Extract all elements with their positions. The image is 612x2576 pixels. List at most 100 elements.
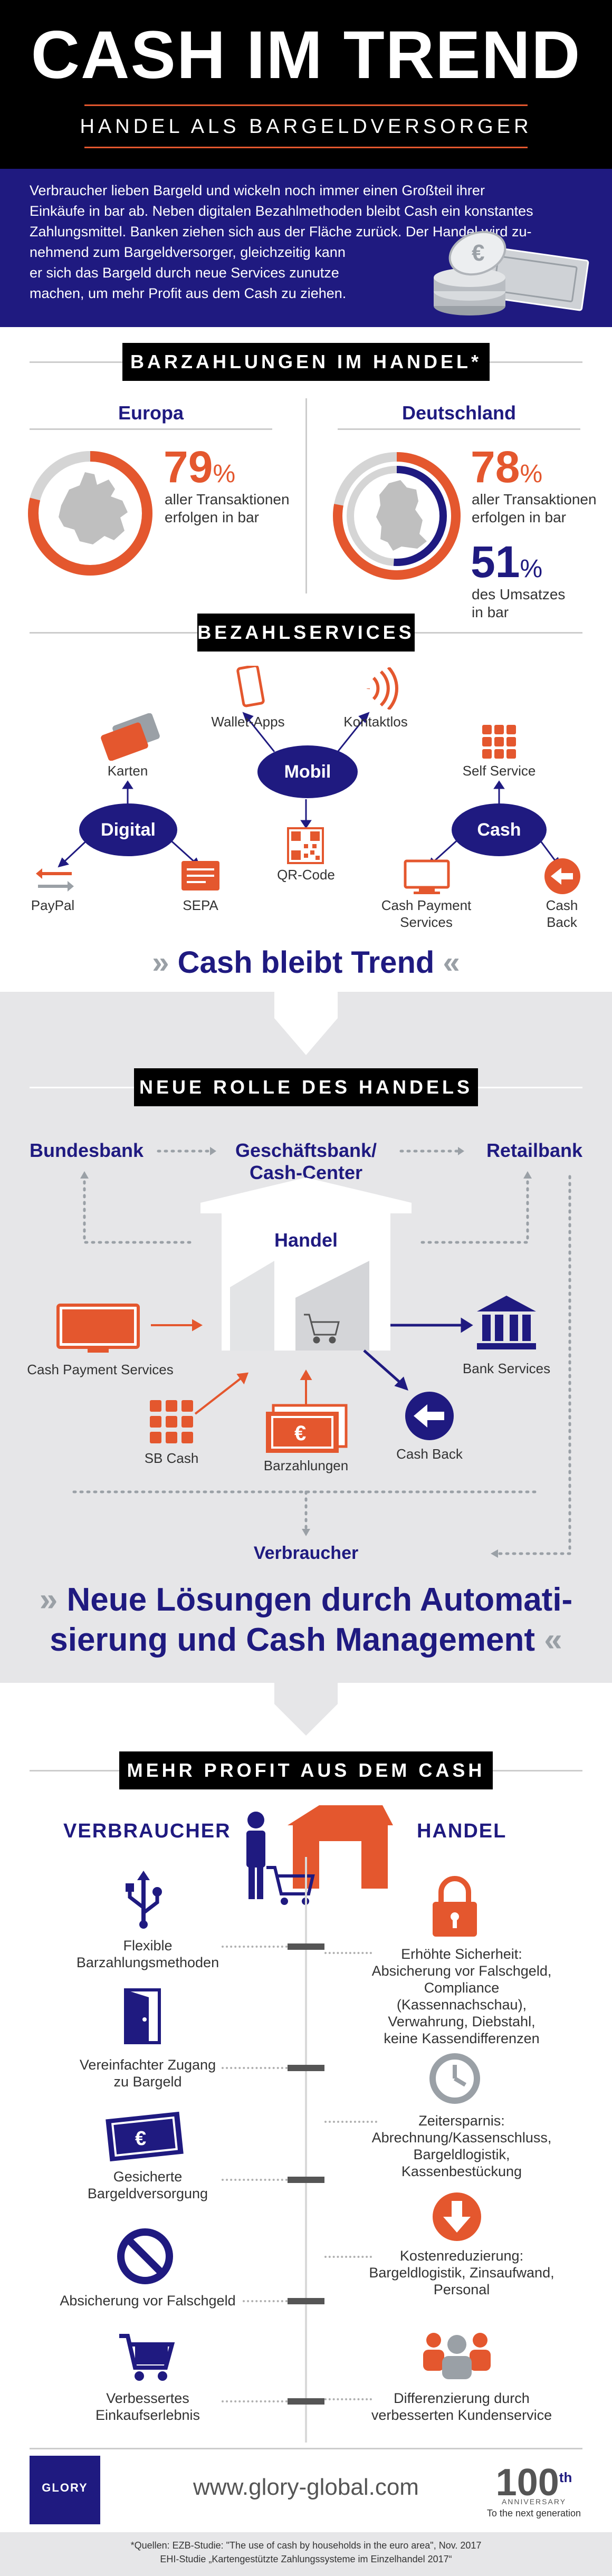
back-arrow-icon bbox=[544, 858, 580, 894]
label-line: Back bbox=[547, 914, 577, 930]
caption-line: des Umsatzes bbox=[472, 586, 566, 602]
connector-tick bbox=[288, 2398, 324, 2405]
cards-icon bbox=[101, 713, 160, 761]
deutschland-caption-2: des Umsatzes in bar bbox=[472, 586, 598, 621]
monitor-icon bbox=[404, 859, 450, 894]
footer-rule bbox=[30, 2448, 582, 2449]
connector-dots bbox=[324, 2398, 372, 2400]
intro-band: Verbraucher lieben Bargeld und wickeln n… bbox=[0, 169, 612, 327]
node-retailbank: Retailbank bbox=[486, 1139, 582, 1161]
deutschland-stat: 78% bbox=[471, 443, 597, 504]
connector-tick bbox=[288, 2298, 324, 2304]
contactless-icon bbox=[367, 667, 398, 710]
document-icon bbox=[181, 861, 219, 890]
section-heading-bezahlservices: BEZAHLSERVICES bbox=[197, 614, 415, 652]
glory-logo[interactable]: GLORY bbox=[30, 2456, 100, 2524]
bank-building-icon bbox=[477, 1296, 536, 1349]
keypad-icon bbox=[150, 1400, 193, 1443]
node-mobil: Mobil bbox=[257, 745, 358, 798]
deutschland-value-2: 51 bbox=[471, 537, 520, 587]
label-cash-back: Cash Back bbox=[528, 897, 596, 931]
cart-icon bbox=[304, 1314, 340, 1344]
europa-rule bbox=[30, 428, 272, 430]
benefit-line: Verbessertes bbox=[106, 2390, 189, 2406]
node-verbraucher: Verbraucher bbox=[253, 1543, 359, 1563]
anniversary-number: 100th bbox=[481, 2456, 587, 2504]
label-cash-back: Cash Back bbox=[396, 1446, 463, 1462]
shopper-and-store-icon bbox=[246, 1805, 393, 1905]
section-heading-barzahlungen: BARZAHLUNGEN IM HANDEL* bbox=[122, 343, 490, 381]
prohibited-icon bbox=[117, 2228, 173, 2284]
qr-code-icon bbox=[287, 827, 324, 864]
benefit-line: Compliance (Kassennachschau), bbox=[396, 1980, 527, 2013]
europa-stat: 79% bbox=[164, 443, 301, 504]
connector-dots bbox=[222, 2179, 288, 2181]
statement-text: Neue Lösungen durch Automati- bbox=[66, 1582, 573, 1618]
quote-open: » bbox=[39, 1582, 58, 1618]
glory-logo-text: GLORY bbox=[42, 2481, 88, 2494]
center-divider bbox=[305, 1857, 307, 2443]
label-wallet: Wallet-Apps bbox=[211, 714, 285, 730]
europa-donut-chart bbox=[28, 451, 152, 576]
benefit-line: Barzahlungsmethoden bbox=[76, 1955, 219, 1970]
benefit-left-2: Vereinfachter Zugang zu Bargeld bbox=[42, 2056, 253, 2090]
benefit-line: Einkaufserlebnis bbox=[95, 2407, 200, 2423]
door-icon bbox=[124, 1988, 161, 2044]
statement-line-1: » Neue Lösungen durch Automati- bbox=[21, 1580, 591, 1620]
clock-icon bbox=[429, 2053, 480, 2104]
node-bundesbank: Bundesbank bbox=[30, 1139, 144, 1161]
germany-map-icon bbox=[376, 480, 427, 551]
sources-band: *Quellen: EZB-Studie: "The use of cash b… bbox=[0, 2532, 612, 2576]
label-paypal: PayPal bbox=[31, 897, 75, 913]
connector-tick bbox=[288, 1943, 324, 1950]
europa-caption: aller Transaktionen erfolgen in bar bbox=[165, 491, 302, 526]
team-icon bbox=[423, 2333, 491, 2379]
monitor-icon bbox=[56, 1304, 140, 1353]
svg-text:€: € bbox=[472, 240, 484, 266]
connector-dots bbox=[324, 1952, 372, 1954]
transfer-arrows-icon bbox=[36, 868, 74, 892]
benefit-left-4: Absicherung vor Falschgeld bbox=[60, 2293, 236, 2309]
label-kontaktlos: Kontaktlos bbox=[343, 714, 408, 730]
node-cash: Cash bbox=[452, 803, 547, 856]
connector-dots bbox=[222, 1946, 288, 1948]
source-line: *Quellen: EZB-Studie: "The use of cash b… bbox=[130, 2540, 482, 2551]
label-line: Cash Payment bbox=[381, 897, 472, 913]
connector-tick bbox=[288, 2065, 324, 2071]
deutschland-pct-2: % bbox=[520, 555, 543, 583]
title-rule-bottom bbox=[84, 147, 528, 148]
benefit-line: Verwahrung, Diebstahl, bbox=[388, 2014, 536, 2029]
benefit-line: Zeitersparnis: bbox=[418, 2113, 505, 2129]
benefit-line: zu Bargeld bbox=[113, 2074, 182, 2090]
donut-value-arc bbox=[28, 451, 152, 576]
intro-line: Zahlungsmittel. Banken ziehen sich aus d… bbox=[30, 224, 532, 240]
connector-dots bbox=[324, 2256, 372, 2258]
label-self-service: Self Service bbox=[462, 763, 536, 779]
deutschland-stat-2: 51% bbox=[471, 538, 597, 599]
trend-statement: » Cash bleibt Trend « bbox=[0, 944, 612, 981]
label-cash-payment-services: Cash Payment Services bbox=[374, 897, 479, 931]
coins-banknote-icon: € bbox=[434, 231, 589, 315]
label-sb-cash: SB Cash bbox=[144, 1450, 199, 1466]
header-band: CASH IM TREND HANDEL ALS BARGELDVERSORGE… bbox=[0, 0, 612, 169]
column-heading-handel: HANDEL bbox=[417, 1820, 507, 1842]
deutschland-title: Deutschland bbox=[401, 402, 517, 424]
page-subtitle: HANDEL ALS BARGELDVERSORGER bbox=[80, 116, 532, 138]
section-heading-rolle: NEUE ROLLE DES HANDELS bbox=[134, 1068, 478, 1106]
label-qr: QR-Code bbox=[277, 867, 335, 883]
benefit-line: Kostenreduzierung: bbox=[399, 2248, 524, 2264]
column-heading-verbraucher: VERBRAUCHER bbox=[63, 1820, 231, 1842]
euro-banknote-icon: € bbox=[266, 1404, 348, 1453]
deutschland-donut-chart bbox=[333, 452, 461, 580]
benefit-line: Personal bbox=[433, 2282, 490, 2297]
intro-line: Verbraucher lieben Bargeld und wickeln n… bbox=[30, 183, 485, 198]
benefit-line: keine Kassendifferenzen bbox=[384, 2031, 540, 2046]
intro-text: Verbraucher lieben Bargeld und wickeln n… bbox=[30, 180, 584, 304]
anniversary-badge: 100th ANNIVERSARY To the next generation bbox=[481, 2456, 587, 2525]
svg-text:€: € bbox=[294, 1422, 306, 1445]
padlock-icon bbox=[433, 1876, 477, 1937]
benefit-line: Differenzierung durch bbox=[394, 2390, 530, 2406]
caption-line: aller Transaktionen bbox=[165, 491, 290, 507]
website-link[interactable]: www.glory-global.com bbox=[193, 2474, 419, 2500]
